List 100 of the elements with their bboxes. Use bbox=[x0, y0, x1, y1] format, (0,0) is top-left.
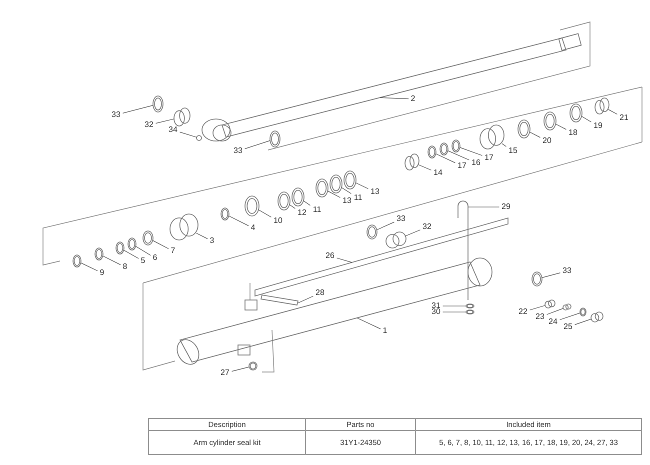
callout-number: 26 bbox=[326, 252, 334, 260]
callout-number: 20 bbox=[542, 137, 552, 145]
leader-line bbox=[303, 200, 310, 206]
cylinder-part bbox=[176, 258, 492, 365]
callout-number: 25 bbox=[564, 323, 572, 331]
seal-ring bbox=[248, 362, 258, 370]
callout-number: 4 bbox=[250, 224, 256, 232]
seal-ring bbox=[366, 224, 378, 240]
leader-line bbox=[356, 318, 381, 330]
leader-line bbox=[327, 190, 340, 198]
leader-line bbox=[180, 132, 197, 138]
callout-number: 1 bbox=[382, 327, 388, 335]
callout-number: 23 bbox=[536, 313, 544, 321]
callout-number: 33 bbox=[562, 267, 572, 275]
callout-number: 22 bbox=[518, 308, 528, 316]
callout-number: 30 bbox=[432, 308, 440, 316]
leader-line bbox=[122, 105, 154, 114]
seal-ring bbox=[270, 130, 280, 148]
seal-ring bbox=[128, 238, 136, 250]
leader-line bbox=[355, 182, 368, 190]
seal-ring bbox=[344, 170, 356, 190]
callout-number: 28 bbox=[316, 289, 324, 297]
seal-ring bbox=[466, 310, 474, 314]
callout-number: 2 bbox=[410, 95, 416, 103]
seal-ring bbox=[316, 178, 328, 198]
seal-ring bbox=[72, 254, 82, 268]
leader-line bbox=[228, 216, 249, 226]
callout-number: 19 bbox=[594, 122, 602, 130]
bushing-part bbox=[386, 232, 406, 248]
callout-number: 15 bbox=[508, 147, 518, 155]
callout-number: 5 bbox=[140, 257, 146, 265]
seal-ring bbox=[532, 272, 542, 286]
seal-ring bbox=[152, 96, 164, 112]
callout-number: 11 bbox=[312, 206, 322, 214]
leader-line bbox=[135, 246, 151, 256]
seal-ring bbox=[440, 142, 448, 156]
callout-number: 12 bbox=[298, 209, 306, 217]
callout-number: 32 bbox=[144, 121, 154, 129]
leader-line bbox=[196, 232, 208, 240]
seal-ring bbox=[570, 104, 582, 122]
leader-line bbox=[232, 366, 250, 372]
leader-line bbox=[574, 318, 592, 325]
leader-line bbox=[608, 109, 618, 115]
bushing-part bbox=[562, 304, 572, 310]
leader-line bbox=[560, 312, 580, 320]
leader-line bbox=[529, 132, 540, 138]
bushing-part bbox=[174, 108, 190, 126]
callout-number: 6 bbox=[152, 254, 158, 262]
callout-number: 13 bbox=[342, 197, 352, 205]
callout-number: 17 bbox=[484, 154, 494, 162]
callout-number: 8 bbox=[122, 263, 128, 271]
callout-number: 9 bbox=[100, 269, 104, 277]
seal-ring bbox=[580, 308, 586, 316]
callout-number: 3 bbox=[210, 237, 214, 245]
leader-line bbox=[581, 116, 592, 122]
bushing-part bbox=[404, 154, 420, 170]
leader-line bbox=[404, 230, 420, 237]
bolt-part bbox=[260, 294, 298, 306]
seal-ring bbox=[518, 120, 530, 138]
leader-line bbox=[336, 258, 352, 263]
leader-line bbox=[244, 140, 270, 150]
leader-line bbox=[102, 256, 121, 266]
callout-number: 18 bbox=[568, 129, 578, 137]
callout-number: 14 bbox=[434, 169, 442, 177]
leader-line bbox=[530, 305, 546, 310]
seal-ring bbox=[278, 192, 290, 210]
seal-ring bbox=[544, 112, 556, 130]
leader-line bbox=[376, 222, 394, 230]
callout-number: 31 bbox=[432, 302, 440, 310]
callout-number: 21 bbox=[620, 114, 628, 122]
leader-line bbox=[448, 150, 470, 160]
cylinder-part bbox=[202, 33, 582, 142]
seal-ring bbox=[142, 230, 154, 246]
bushing-part bbox=[170, 214, 198, 240]
leader-line bbox=[418, 164, 432, 170]
callout-number: 16 bbox=[472, 159, 480, 167]
bushing-part bbox=[594, 98, 610, 114]
bushing-part bbox=[480, 124, 504, 150]
pipe-part bbox=[254, 217, 508, 297]
callout-number: 13 bbox=[370, 188, 380, 196]
seal-ring bbox=[330, 174, 342, 194]
leader-line bbox=[555, 124, 566, 130]
seal-ring bbox=[116, 242, 124, 254]
seal-ring bbox=[292, 188, 304, 206]
bushing-part bbox=[590, 312, 604, 322]
leader-line bbox=[156, 118, 174, 124]
leader-line bbox=[152, 240, 169, 250]
leader-line bbox=[298, 296, 314, 304]
seal-ring bbox=[452, 140, 460, 152]
leader-line bbox=[380, 97, 409, 100]
leader-line bbox=[460, 147, 482, 156]
callout-number: 29 bbox=[502, 203, 510, 211]
seal-ring bbox=[220, 208, 230, 220]
callout-number: 27 bbox=[220, 369, 230, 377]
seal-ring bbox=[244, 196, 260, 216]
fitting-part bbox=[196, 135, 202, 141]
seal-ring bbox=[428, 146, 436, 158]
leader-line bbox=[123, 250, 139, 259]
callout-number: 33 bbox=[234, 147, 242, 155]
leader-line bbox=[546, 308, 564, 315]
